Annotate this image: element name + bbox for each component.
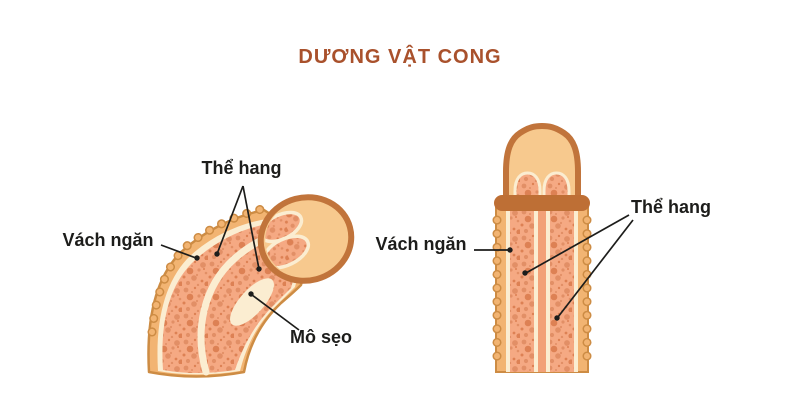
- dot-vach-ngan-left: [194, 255, 200, 261]
- dot-the-hang-right-2: [554, 315, 560, 321]
- label-the-hang-right: Thể hang: [631, 197, 711, 217]
- pointer-the-hang-right-1: [525, 214, 630, 274]
- pointer-the-hang-left-1: [216, 185, 244, 255]
- dot-vach-ngan-right: [507, 247, 513, 253]
- left-shaft-bumpy-edge-fill: [149, 206, 265, 335]
- label-the-hang-left: Thể hang: [201, 158, 282, 178]
- pointer-mo-seo: [251, 294, 300, 331]
- left-glans: [257, 194, 355, 284]
- label-vach-ngan-right: Vách ngăn: [375, 234, 467, 254]
- right-cavernosum-lobe-right: [542, 171, 571, 204]
- label-vach-ngan-left: Vách ngăn: [62, 230, 154, 250]
- dot-the-hang-right-1: [522, 270, 528, 276]
- right-cavernosum-left-column: [510, 204, 534, 372]
- pointer-dots: [194, 247, 560, 321]
- right-cavernosum-lobe-left: [513, 171, 542, 204]
- right-septum-band: [538, 204, 546, 372]
- right-figure-straight-penis: [492, 123, 592, 373]
- scar-tissue-area: [230, 278, 274, 326]
- pointer-vach-ngan-left: [160, 244, 197, 259]
- dot-the-hang-left-1: [214, 251, 220, 257]
- left-figure-curved-penis: [147, 194, 355, 378]
- label-mo-seo: Mô sẹo: [289, 327, 352, 347]
- right-cavernosum-right-column: [550, 204, 574, 372]
- pointer-the-hang-right-2: [557, 219, 634, 318]
- pointer-the-hang-left-2: [242, 185, 260, 270]
- page-title: DƯƠNG VẬT CONG: [298, 46, 502, 68]
- dot-the-hang-left-2: [256, 266, 262, 272]
- pointer-lines: [160, 185, 634, 331]
- dot-mo-seo: [248, 291, 254, 297]
- right-corona-band: [494, 195, 590, 211]
